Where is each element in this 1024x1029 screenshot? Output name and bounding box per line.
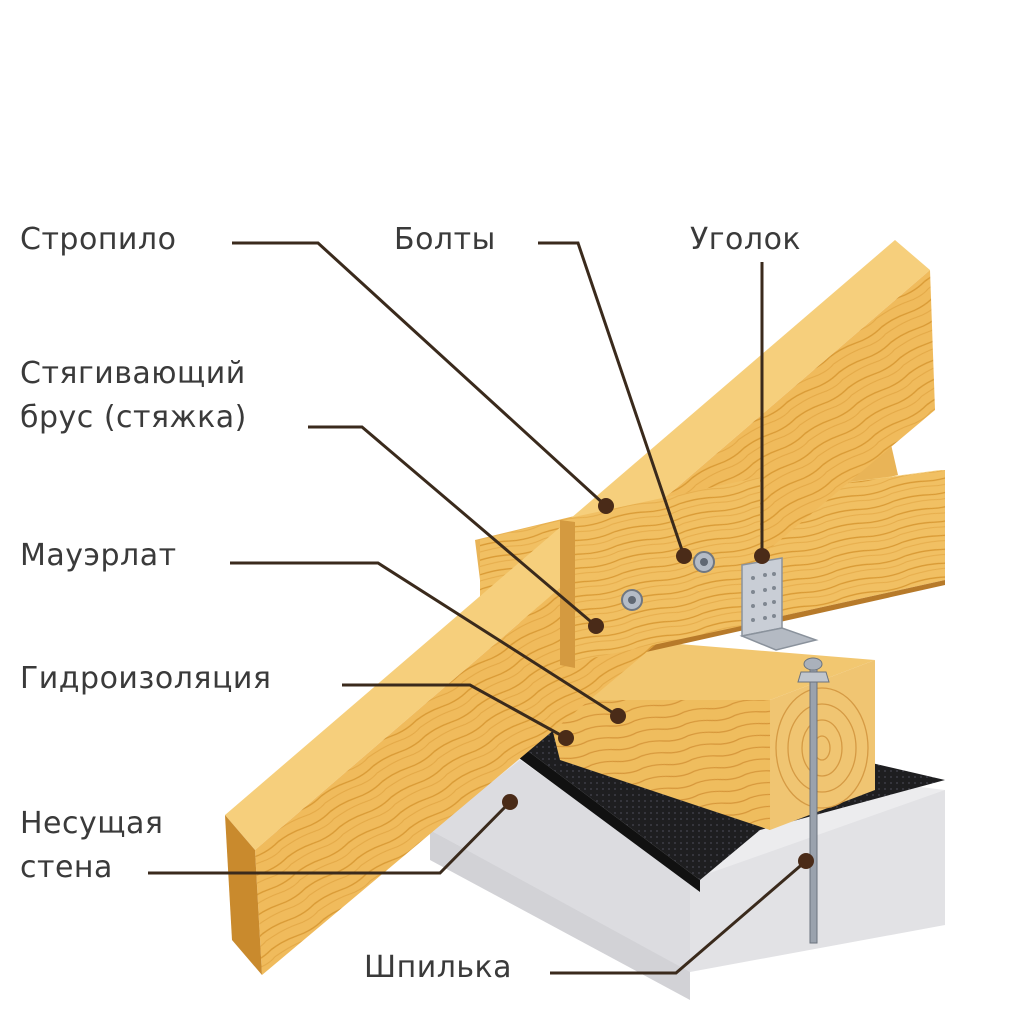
label-styagivayushchiy-line2: брус (стяжка) (20, 400, 247, 435)
bolts (621, 551, 715, 611)
label-styagivayushchiy-line1: Стягивающий (20, 356, 246, 391)
dot-stropilo (598, 498, 614, 514)
bolt-1 (621, 589, 643, 611)
leader-mauerlat (230, 561, 619, 718)
label-mauerlat: Мауэрлат (20, 538, 177, 573)
mauerlat-beam (545, 640, 875, 830)
dot-stena (502, 794, 518, 810)
leader-lines (148, 241, 807, 975)
leader-gidro (342, 683, 567, 740)
dot-shpilka (798, 853, 814, 869)
dot-styazhka (588, 618, 604, 634)
dot-bolty (676, 548, 692, 564)
dot-mauerlat (610, 708, 626, 724)
label-nesushchaya-line1: Несущая (20, 806, 164, 841)
tie-beam-front (560, 477, 760, 668)
label-bolty: Болты (394, 222, 496, 257)
leader-stropilo (232, 241, 608, 508)
leader-stena (148, 800, 512, 875)
label-shpilka: Шпилька (364, 950, 513, 985)
angle-bracket (739, 557, 819, 651)
threaded-stud (797, 657, 830, 944)
dot-gidro (558, 730, 574, 746)
label-ugolok: Уголок (690, 222, 802, 257)
bolt-2 (693, 551, 715, 573)
leader-styazhka (308, 425, 597, 628)
label-nesushchaya-line2: стена (20, 850, 113, 885)
leader-bolty (538, 241, 686, 557)
leader-shpilka (550, 859, 807, 975)
dot-ugolok (754, 548, 770, 564)
leader-dots (502, 498, 814, 869)
label-stropilo: Стропило (20, 222, 177, 257)
label-gidroizolyatsiya: Гидроизоляция (20, 661, 272, 696)
